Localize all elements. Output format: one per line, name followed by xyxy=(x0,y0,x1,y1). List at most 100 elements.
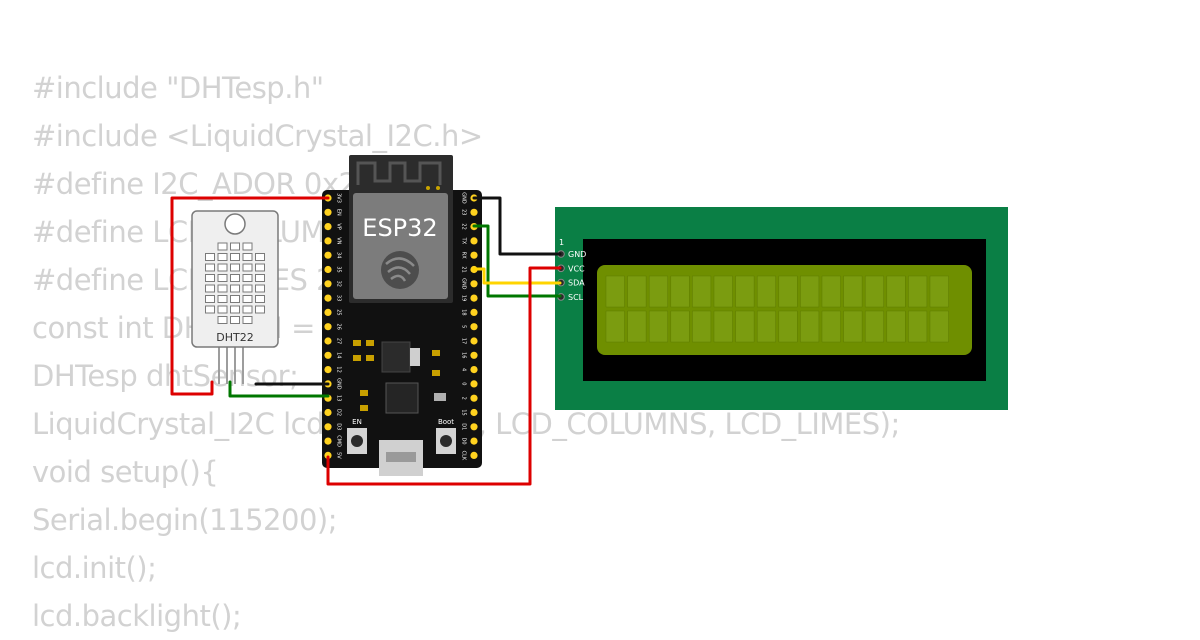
pin-4[interactable] xyxy=(470,366,478,374)
lcd-cell xyxy=(627,310,647,343)
lcd-cell xyxy=(648,310,668,343)
grille-slot xyxy=(205,295,215,303)
smd-component xyxy=(366,355,374,361)
pin-label: D0 xyxy=(461,438,467,445)
code-line: Serial.begin(115200); xyxy=(32,503,337,537)
pin-35[interactable] xyxy=(324,265,332,274)
pin-26[interactable] xyxy=(324,323,332,331)
pin-label: 23 xyxy=(461,209,467,215)
espressif-logo xyxy=(381,251,419,289)
wire-lcd-gnd[interactable] xyxy=(472,196,562,256)
pin-label: GND xyxy=(461,278,467,290)
lcd-cell xyxy=(627,275,647,308)
pin-18[interactable] xyxy=(470,308,478,316)
esp32-left-header: 3V3ENVPVN343532332526271412GND13D2D3CMD5… xyxy=(324,193,342,459)
code-line: #define I2C_ADOR 0x27 xyxy=(32,167,375,201)
pin-16[interactable] xyxy=(470,351,478,359)
code-line: DHTesp dhtSensor; xyxy=(32,359,299,393)
pin-gnd[interactable] xyxy=(470,280,478,288)
grille-slot xyxy=(255,284,265,293)
pin-label: D3 xyxy=(336,423,342,430)
pin-cmd[interactable] xyxy=(324,437,332,445)
grille-slot xyxy=(230,253,240,261)
lcd-cell xyxy=(800,310,820,343)
pin-label: VP xyxy=(336,223,342,229)
dht22-leg xyxy=(218,344,220,384)
code-line: #include "DHTesp.h" xyxy=(32,71,324,105)
grille-slot xyxy=(217,295,228,303)
grille-slot xyxy=(205,263,215,272)
wire-lcd-vcc-5v[interactable] xyxy=(326,266,562,486)
grille-slot xyxy=(230,305,240,314)
pin-12[interactable] xyxy=(324,366,332,374)
lcd-cell xyxy=(864,310,884,343)
wire-dht-vcc-3v3[interactable] xyxy=(170,196,330,396)
pin-d3[interactable] xyxy=(324,423,332,431)
en-button[interactable] xyxy=(347,428,367,454)
pin-label: 12 xyxy=(336,366,342,372)
grille-slot xyxy=(230,284,240,293)
pin-vp[interactable] xyxy=(324,223,332,231)
grille-slot xyxy=(242,316,253,324)
lcd-cell xyxy=(843,275,863,308)
pin-27[interactable] xyxy=(324,337,332,345)
grille-slot xyxy=(205,274,215,282)
wire-dht-data-pin15[interactable] xyxy=(228,380,330,398)
pin-d2[interactable] xyxy=(324,408,332,417)
pin-2[interactable] xyxy=(470,394,478,402)
pin-33[interactable] xyxy=(324,294,332,302)
pin-en[interactable] xyxy=(324,208,332,216)
regulator-chip xyxy=(381,341,411,373)
lcd-pin1-label: 1 xyxy=(559,238,564,247)
pin-d1[interactable] xyxy=(470,423,478,431)
pin-23[interactable] xyxy=(470,208,478,216)
pin-label: 27 xyxy=(336,338,342,344)
lcd-cell xyxy=(843,310,863,343)
pin-clk[interactable] xyxy=(470,451,478,459)
dht22-grille xyxy=(205,242,265,324)
grille-slot xyxy=(217,284,228,293)
pin-19[interactable] xyxy=(470,294,478,302)
dht22-sensor[interactable]: DHT22 xyxy=(191,210,279,384)
lcd-cell xyxy=(908,310,928,343)
pin-label: 2 xyxy=(461,397,467,400)
pin-rx[interactable] xyxy=(470,251,478,259)
pin-label: GND xyxy=(336,378,342,390)
pin-label: 4 xyxy=(461,368,467,371)
grille-slot xyxy=(242,263,253,272)
pin-5v[interactable] xyxy=(324,451,332,459)
wire-lcd-scl[interactable] xyxy=(472,224,562,298)
grille-slot xyxy=(242,284,253,293)
pin-d0[interactable] xyxy=(470,437,478,445)
wire-lcd-sda[interactable] xyxy=(472,267,562,285)
lcd-character-grid xyxy=(605,275,949,343)
lcd-cell xyxy=(605,275,625,308)
pin-tx[interactable] xyxy=(470,237,478,245)
pin-34[interactable] xyxy=(324,251,332,259)
grille-slot xyxy=(242,295,253,303)
grille-slot xyxy=(255,274,265,282)
grille-slot xyxy=(242,242,253,251)
grille-slot xyxy=(205,253,215,261)
pin-15[interactable] xyxy=(470,408,478,417)
grille-slot xyxy=(230,242,240,251)
grille-slot xyxy=(217,242,228,251)
lcd-cell xyxy=(800,275,820,308)
pin-label: 32 xyxy=(336,281,342,287)
pin-5[interactable] xyxy=(470,323,478,331)
boot-button-label: Boot xyxy=(438,418,454,426)
pin-label: 15 xyxy=(461,409,467,415)
grille-slot xyxy=(217,253,228,261)
pin-vn[interactable] xyxy=(324,237,332,245)
boot-button[interactable] xyxy=(436,428,456,454)
pin-14[interactable] xyxy=(324,351,332,359)
pin-25[interactable] xyxy=(324,308,332,316)
pin-32[interactable] xyxy=(324,280,332,288)
pin-label: 3V3 xyxy=(336,193,342,203)
pin-0[interactable] xyxy=(470,380,478,388)
pin-17[interactable] xyxy=(470,337,478,345)
code-line: #define LCD_LIMES 2 xyxy=(32,263,335,297)
